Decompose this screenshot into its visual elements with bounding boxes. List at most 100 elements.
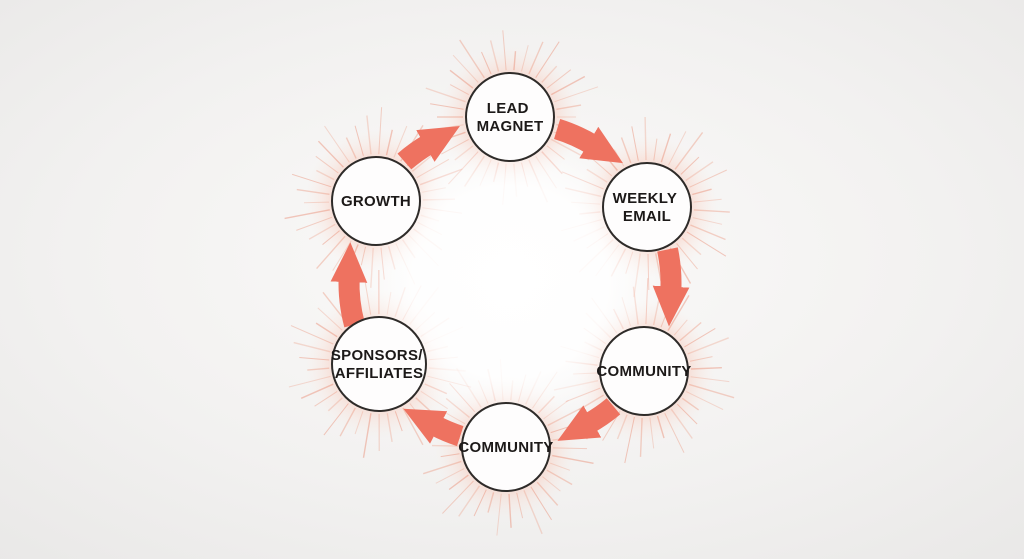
sunburst-ray bbox=[668, 131, 687, 166]
sunburst-ray bbox=[300, 383, 334, 399]
sunburst-ray bbox=[393, 125, 408, 158]
node-community-bottom: COMMUNITY bbox=[458, 402, 553, 492]
sunburst-ray bbox=[523, 490, 543, 535]
sunburst-ray bbox=[530, 486, 553, 521]
node-community-right: COMMUNITY bbox=[596, 326, 691, 416]
sunburst-ray bbox=[296, 216, 333, 231]
sunburst-ray bbox=[660, 133, 672, 163]
sunburst-ray bbox=[692, 188, 712, 196]
node-label: LEAD MAGNET bbox=[477, 100, 544, 135]
sunburst-ray bbox=[299, 357, 330, 361]
sunburst-ray bbox=[644, 116, 647, 161]
sunburst-ray bbox=[345, 137, 357, 159]
sunburst-ray bbox=[422, 460, 462, 475]
cycle-arrow-community-bottom-to-sponsors-affiliates bbox=[403, 408, 464, 447]
sunburst-ray bbox=[452, 54, 479, 83]
sunburst-ray bbox=[293, 341, 331, 353]
sunburst-ray bbox=[481, 51, 492, 75]
sunburst-ray bbox=[386, 413, 393, 443]
sunburst-ray bbox=[620, 137, 632, 164]
sunburst-ray bbox=[284, 209, 330, 220]
sunburst-ray bbox=[431, 444, 460, 447]
sunburst-ray bbox=[291, 173, 332, 188]
node-label: GROWTH bbox=[341, 193, 411, 210]
sunburst-ray bbox=[521, 45, 529, 72]
sunburst-ray bbox=[685, 391, 724, 411]
sunburst-ray bbox=[649, 417, 655, 449]
sunburst-ray bbox=[676, 243, 698, 270]
sunburst-ray bbox=[448, 474, 469, 491]
sunburst-ray bbox=[556, 104, 582, 110]
cycle-arrow-lead-magnet-to-weekly-email bbox=[553, 118, 623, 164]
sunburst-ray bbox=[639, 417, 643, 457]
sunburst-ray bbox=[681, 237, 702, 256]
sunburst-ray bbox=[354, 411, 364, 435]
sunburst-ray bbox=[307, 367, 330, 371]
sunburst-ray bbox=[554, 86, 599, 103]
sunburst-ray bbox=[317, 140, 344, 168]
node-circle bbox=[331, 316, 427, 412]
sunburst-ray bbox=[449, 69, 474, 89]
node-sponsors-affiliates: SPONSORS/ AFFILIATES bbox=[331, 316, 427, 412]
sunburst-ray bbox=[679, 321, 702, 342]
sunburst-ray bbox=[656, 415, 665, 439]
sunburst-ray bbox=[458, 485, 481, 517]
sunburst-ray bbox=[552, 447, 588, 450]
sunburst-ray bbox=[676, 403, 698, 425]
sunburst-ray bbox=[487, 492, 495, 513]
sunburst-ray bbox=[681, 397, 700, 411]
node-weekly-email: WEEKLY EMAIL bbox=[602, 162, 692, 252]
sunburst-ray bbox=[496, 493, 502, 536]
sunburst-ray bbox=[459, 39, 485, 79]
cycle-arrow-community-right-to-community-bottom bbox=[557, 398, 621, 441]
node-circle bbox=[602, 162, 692, 252]
node-growth: GROWTH bbox=[331, 156, 421, 246]
cycle-arrow-weekly-email-to-community-right bbox=[652, 247, 690, 327]
sunburst-ray bbox=[687, 337, 729, 355]
node-circle bbox=[599, 326, 689, 416]
node-circle bbox=[331, 156, 421, 246]
sunburst-ray bbox=[552, 454, 594, 464]
node-circle bbox=[461, 402, 551, 492]
sunburst-ray bbox=[624, 416, 635, 464]
sunburst-ray bbox=[680, 156, 700, 175]
sunburst-ray bbox=[322, 230, 340, 245]
sunburst-ray bbox=[317, 307, 343, 331]
sunburst-ray bbox=[324, 125, 350, 163]
sunburst-ray bbox=[425, 87, 466, 103]
sunburst-ray bbox=[631, 126, 639, 161]
sunburst-ray bbox=[489, 40, 500, 72]
sunburst-ray bbox=[440, 453, 460, 458]
nodes-layer: LEAD MAGNET WEEKLY EMAIL COMMUNITY bbox=[331, 72, 692, 492]
sunburst-ray bbox=[535, 41, 560, 78]
sunburst-ray bbox=[685, 161, 714, 182]
sunburst-ray bbox=[516, 492, 524, 519]
sunburst-ray bbox=[394, 411, 403, 432]
sunburst-ray bbox=[327, 397, 343, 412]
sunburst-ray bbox=[449, 84, 469, 96]
sunburst-ray bbox=[550, 75, 586, 96]
sunburst-ray bbox=[366, 115, 372, 155]
sunburst-ray bbox=[315, 155, 339, 174]
sunburst-ray bbox=[550, 462, 571, 471]
sunburst-ray bbox=[546, 469, 573, 486]
sunburst-ray bbox=[693, 209, 730, 213]
sunburst-ray bbox=[688, 383, 735, 399]
cycle-arrow-sponsors-affiliates-to-growth bbox=[330, 242, 368, 328]
sunburst-ray bbox=[296, 188, 330, 195]
sunburst-ray bbox=[442, 480, 474, 514]
sunburst-ray bbox=[689, 169, 728, 188]
sunburst-ray bbox=[303, 201, 330, 204]
sunburst-ray bbox=[339, 407, 356, 437]
sunburst-ray bbox=[502, 30, 507, 71]
sunburst-ray bbox=[690, 367, 722, 370]
node-label: COMMUNITY bbox=[596, 363, 691, 380]
sunburst-ray bbox=[362, 413, 372, 458]
sunburst-ray bbox=[316, 169, 335, 181]
sunburst-ray bbox=[314, 390, 338, 407]
sunburst-ray bbox=[288, 375, 331, 388]
sunburst-ray bbox=[664, 412, 685, 453]
sunburst-ray bbox=[378, 107, 383, 155]
sunburst-ray bbox=[513, 51, 517, 71]
